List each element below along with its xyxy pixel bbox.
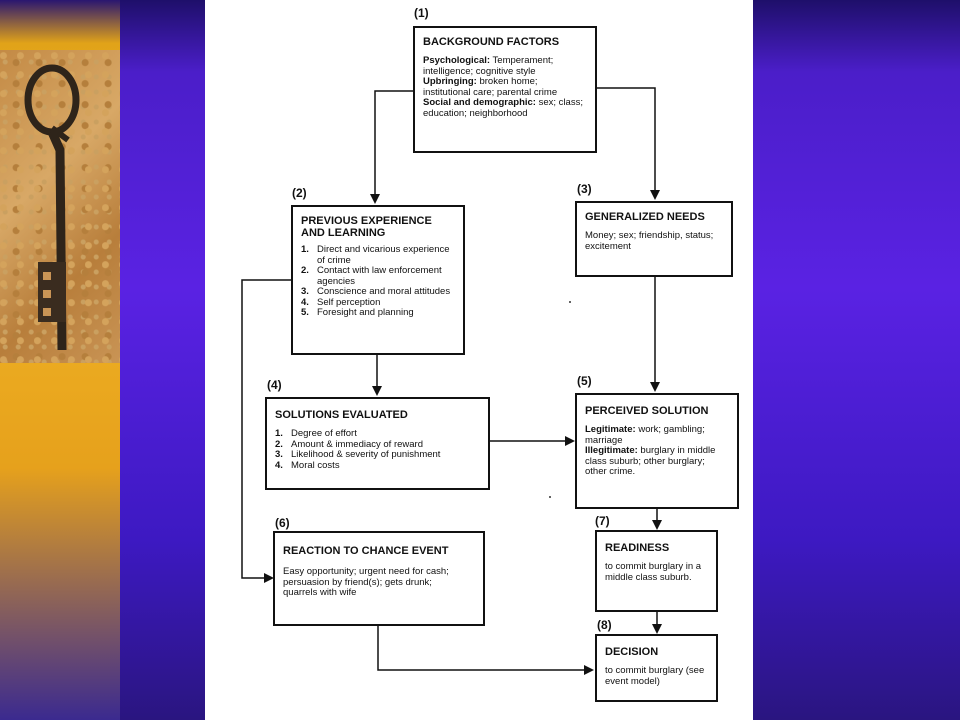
list-item: 1.Direct and vicarious experience of cri… [301,244,450,266]
box-readiness: READINESS to commit burglary in a middle… [595,530,718,612]
list-item: 2.Amount & immediacy of reward [275,438,423,450]
flowchart-page: (1) BACKGROUND FACTORS Psychological: Te… [205,0,753,720]
box-1-number: (1) [414,6,429,20]
arrow-6-to-8 [377,626,594,675]
box-5-title: PERCEIVED SOLUTION [585,405,709,417]
box-4-title: SOLUTIONS EVALUATED [275,409,408,421]
box-2-number: (2) [292,186,307,200]
box-background-factors: BACKGROUND FACTORS Psychological: Temper… [413,26,597,153]
box-5-illegitimate: Illegitimate: burglary in middle class s… [585,445,716,477]
box-6-text: Easy opportunity; urgent need for cash; … [283,566,449,598]
list-item: 3.Conscience and moral attitudes [301,286,451,297]
list-item: 1.Degree of effort [275,428,357,439]
box-2-title: PREVIOUS EXPERIENCE AND LEARNING [301,215,432,239]
box-6-title: REACTION TO CHANCE EVENT [283,545,449,557]
box-previous-experience: PREVIOUS EXPERIENCE AND LEARNING 1.Direc… [291,205,465,355]
list-item: 3.Likelihood & severity of punishment [275,449,441,460]
box-8-text: to commit burglary (see event model) [605,665,705,687]
scan-dot [549,496,551,498]
skeleton-key-icon [24,64,80,351]
scan-dot [569,301,571,303]
box-5-number: (5) [577,374,592,388]
box-reaction-chance-event: REACTION TO CHANCE EVENT Easy opportunit… [273,531,485,626]
box-1-social: Social and demographic: sex; class; educ… [423,97,583,119]
arrow-2-to-6 [241,279,291,583]
flowchart-connectors [241,87,662,675]
box-8-title: DECISION [605,646,659,658]
list-item: 2.Contact with law enforcement agencies [301,265,442,287]
box-5-legitimate: Legitimate: work; gambling; marriage [585,424,705,446]
box-6-number: (6) [275,516,290,530]
box-4-number: (4) [267,378,282,392]
box-8-number: (8) [597,618,612,632]
box-3-number: (3) [577,182,592,196]
box-7-text: to commit burglary in a middle class sub… [605,561,702,583]
box-perceived-solution: PERCEIVED SOLUTION Legitimate: work; gam… [575,393,739,509]
box-1-psychological: Psychological: Temperament; intelligence… [423,55,554,77]
box-4-list: 1.Degree of effort 2.Amount & immediacy … [275,428,480,471]
box-3-title: GENERALIZED NEEDS [585,211,705,223]
list-item: 4.Self perception [301,296,381,308]
list-item: 4.Moral costs [275,459,340,471]
box-decision: DECISION to commit burglary (see event m… [595,634,718,702]
box-7-number: (7) [595,514,610,528]
box-7-title: READINESS [605,542,670,554]
box-generalized-needs: GENERALIZED NEEDS Money; sex; friendship… [575,201,733,277]
box-1-title: BACKGROUND FACTORS [423,36,560,48]
box-solutions-evaluated: SOLUTIONS EVALUATED 1.Degree of effort 2… [265,397,490,490]
arrow-1-to-2 [370,90,413,204]
box-2-list: 1.Direct and vicarious experience of cri… [301,244,455,319]
key-photo [0,50,120,363]
box-1-upbringing: Upbringing: broken home; institutional c… [423,76,558,98]
list-item: 5.Foresight and planning [301,307,414,318]
box-3-text: Money; sex; friendship, status; exciteme… [585,230,714,252]
